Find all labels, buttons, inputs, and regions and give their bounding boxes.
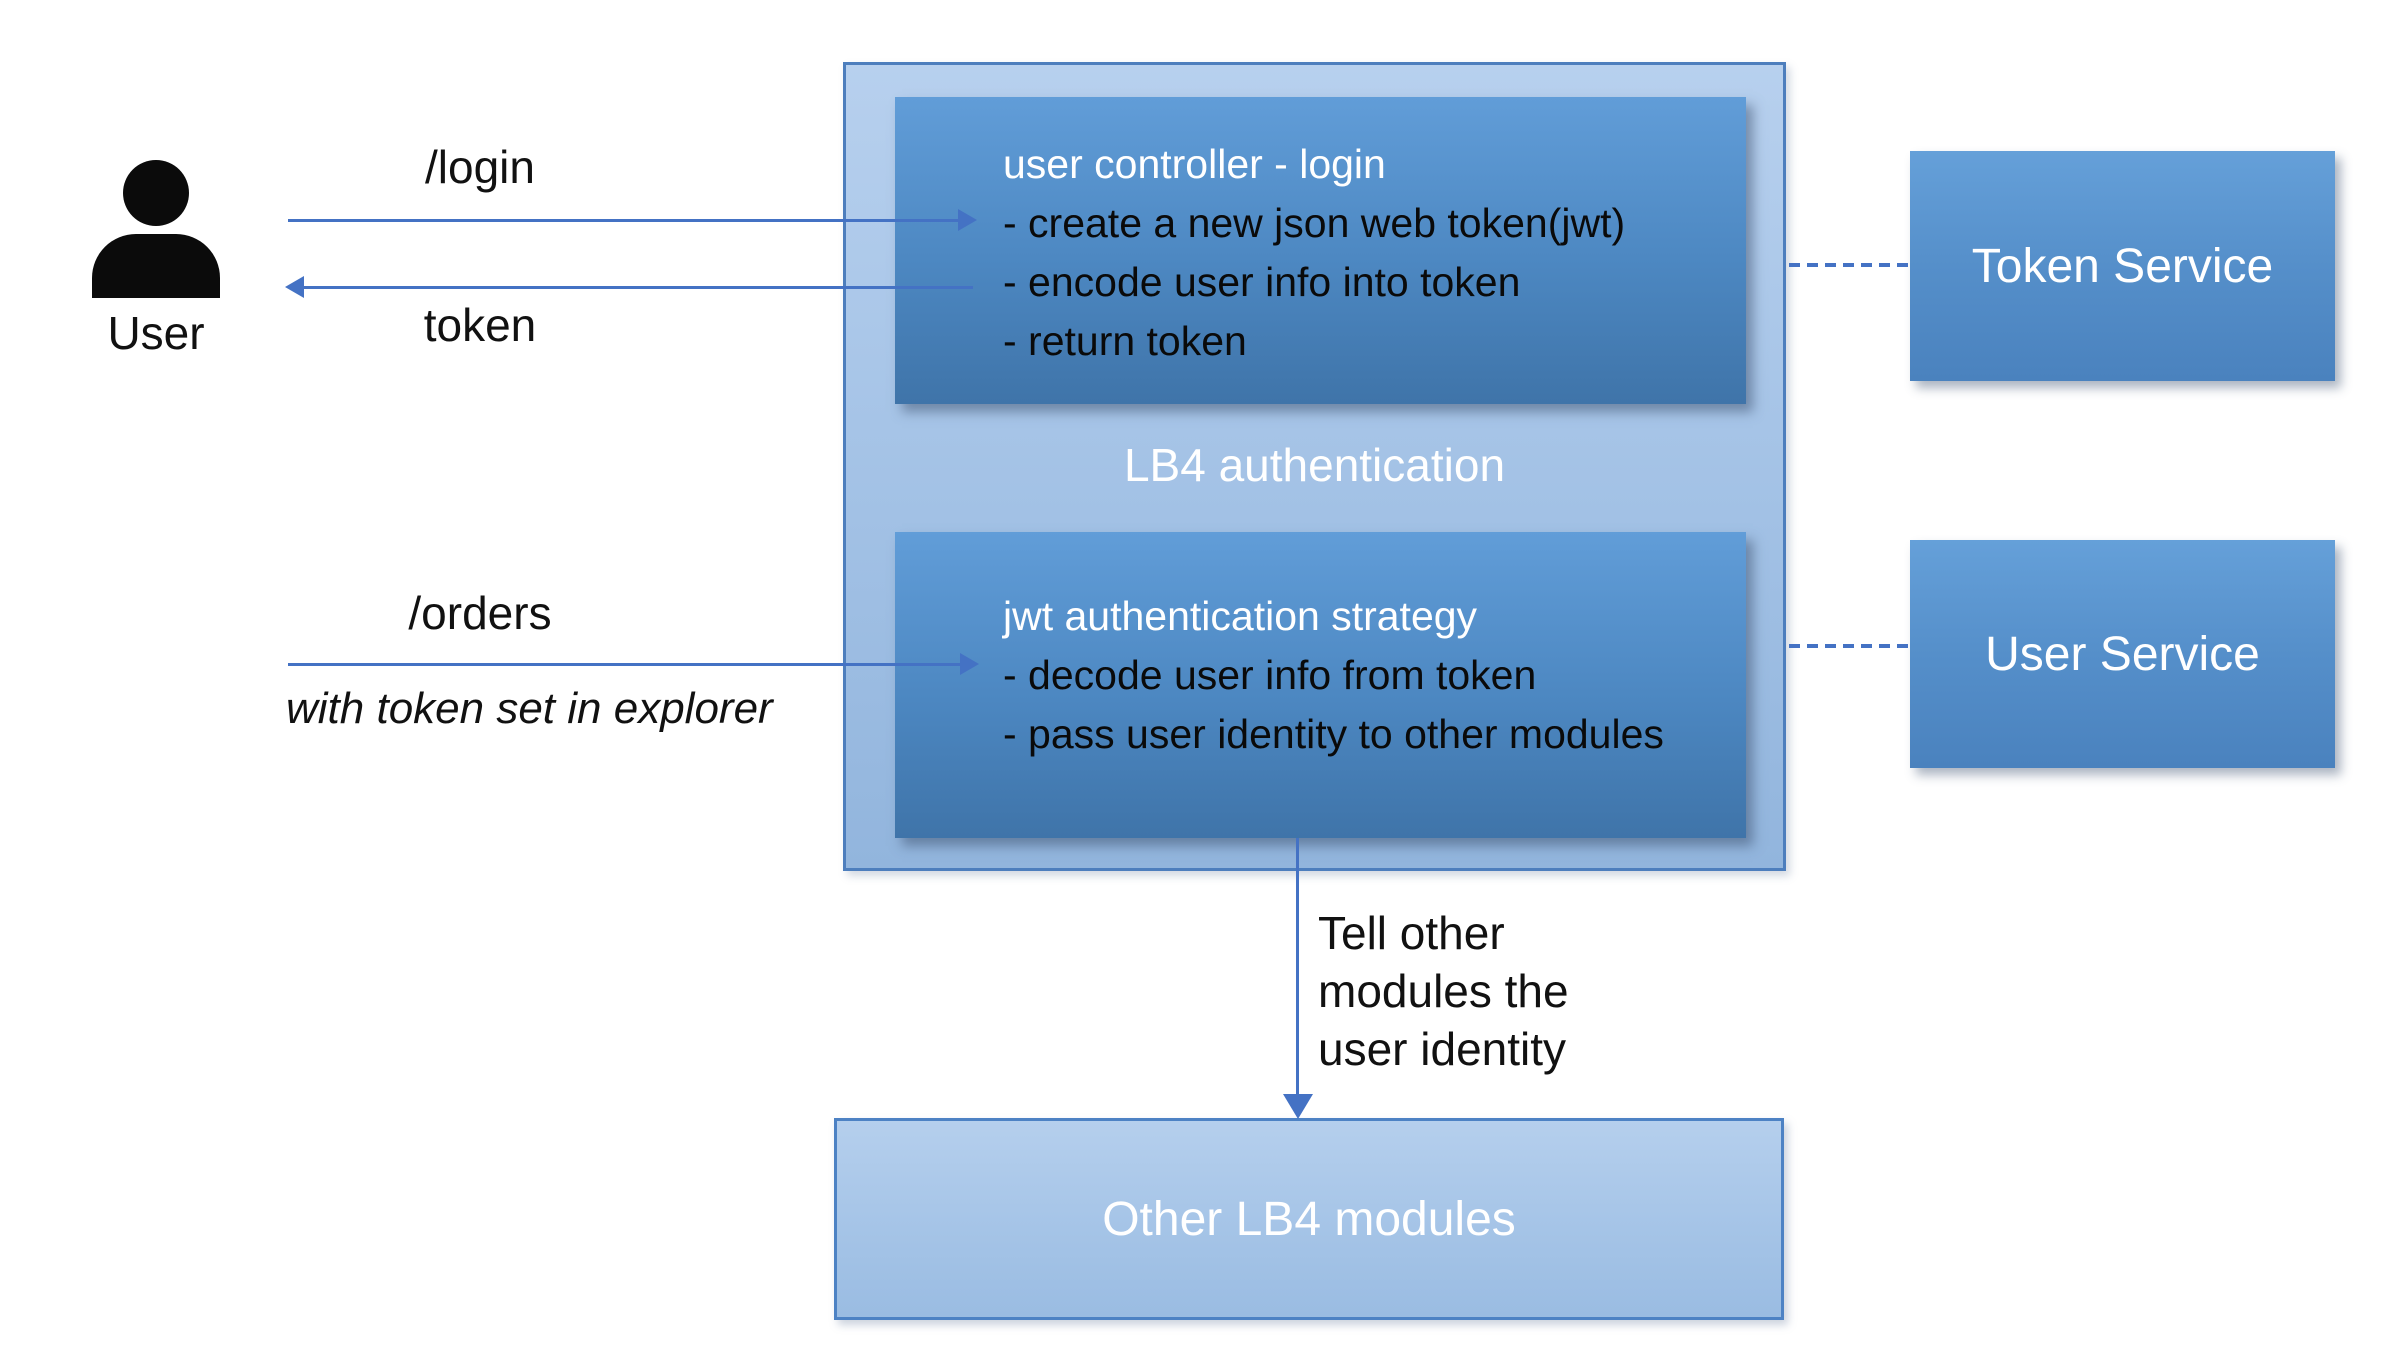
orders-note: with token set in explorer [286, 684, 773, 733]
login-flow-label: /login [425, 141, 535, 193]
other-lb4-modules-box: Other LB4 modules [834, 1118, 1784, 1320]
user-service-box: User Service [1910, 540, 2335, 768]
user-icon [92, 160, 220, 298]
login-arrowhead-icon [958, 209, 977, 231]
login-arrow-line [288, 219, 960, 222]
identity-note-line: user identity [1318, 1023, 1567, 1075]
user-service-label: User Service [1985, 627, 2260, 681]
user-controller-bullet: - return token [1003, 318, 1247, 364]
identity-note-line: Tell other [1318, 907, 1505, 959]
jwt-strategy-box: jwt authentication strategy - decode use… [895, 532, 1746, 838]
orders-arrowhead-icon [960, 653, 979, 675]
user-controller-title: user controller - login [1003, 141, 1386, 187]
user-service-dashed-connector [1789, 644, 1910, 648]
jwt-strategy-bullet: - decode user info from token [1003, 652, 1537, 698]
token-arrowhead-icon [285, 276, 304, 298]
token-service-dashed-connector [1789, 263, 1910, 267]
user-icon-body [92, 234, 220, 298]
identity-arrow-line [1296, 838, 1299, 1096]
token-service-box: Token Service [1910, 151, 2335, 381]
orders-flow-label: /orders [408, 587, 552, 639]
user-controller-box: user controller - login - create a new j… [895, 97, 1746, 404]
other-lb4-modules-label: Other LB4 modules [1102, 1192, 1516, 1246]
user-controller-bullet: - encode user info into token [1003, 259, 1521, 305]
user-controller-bullet: - create a new json web token(jwt) [1003, 200, 1626, 246]
token-arrow-line [302, 286, 973, 289]
lb4-authentication-label: LB4 authentication [1123, 439, 1506, 491]
user-icon-head [123, 160, 189, 226]
orders-arrow-line [288, 663, 962, 666]
token-flow-label: token [423, 299, 537, 351]
jwt-strategy-bullet: - pass user identity to other modules [1003, 711, 1664, 757]
identity-note: Tell other modules the user identity [1318, 904, 1569, 1078]
identity-note-line: modules the [1318, 965, 1569, 1017]
user-label: User [107, 307, 205, 359]
identity-arrowhead-icon [1283, 1094, 1313, 1119]
jwt-strategy-title: jwt authentication strategy [1003, 593, 1478, 639]
token-service-label: Token Service [1971, 239, 2274, 293]
